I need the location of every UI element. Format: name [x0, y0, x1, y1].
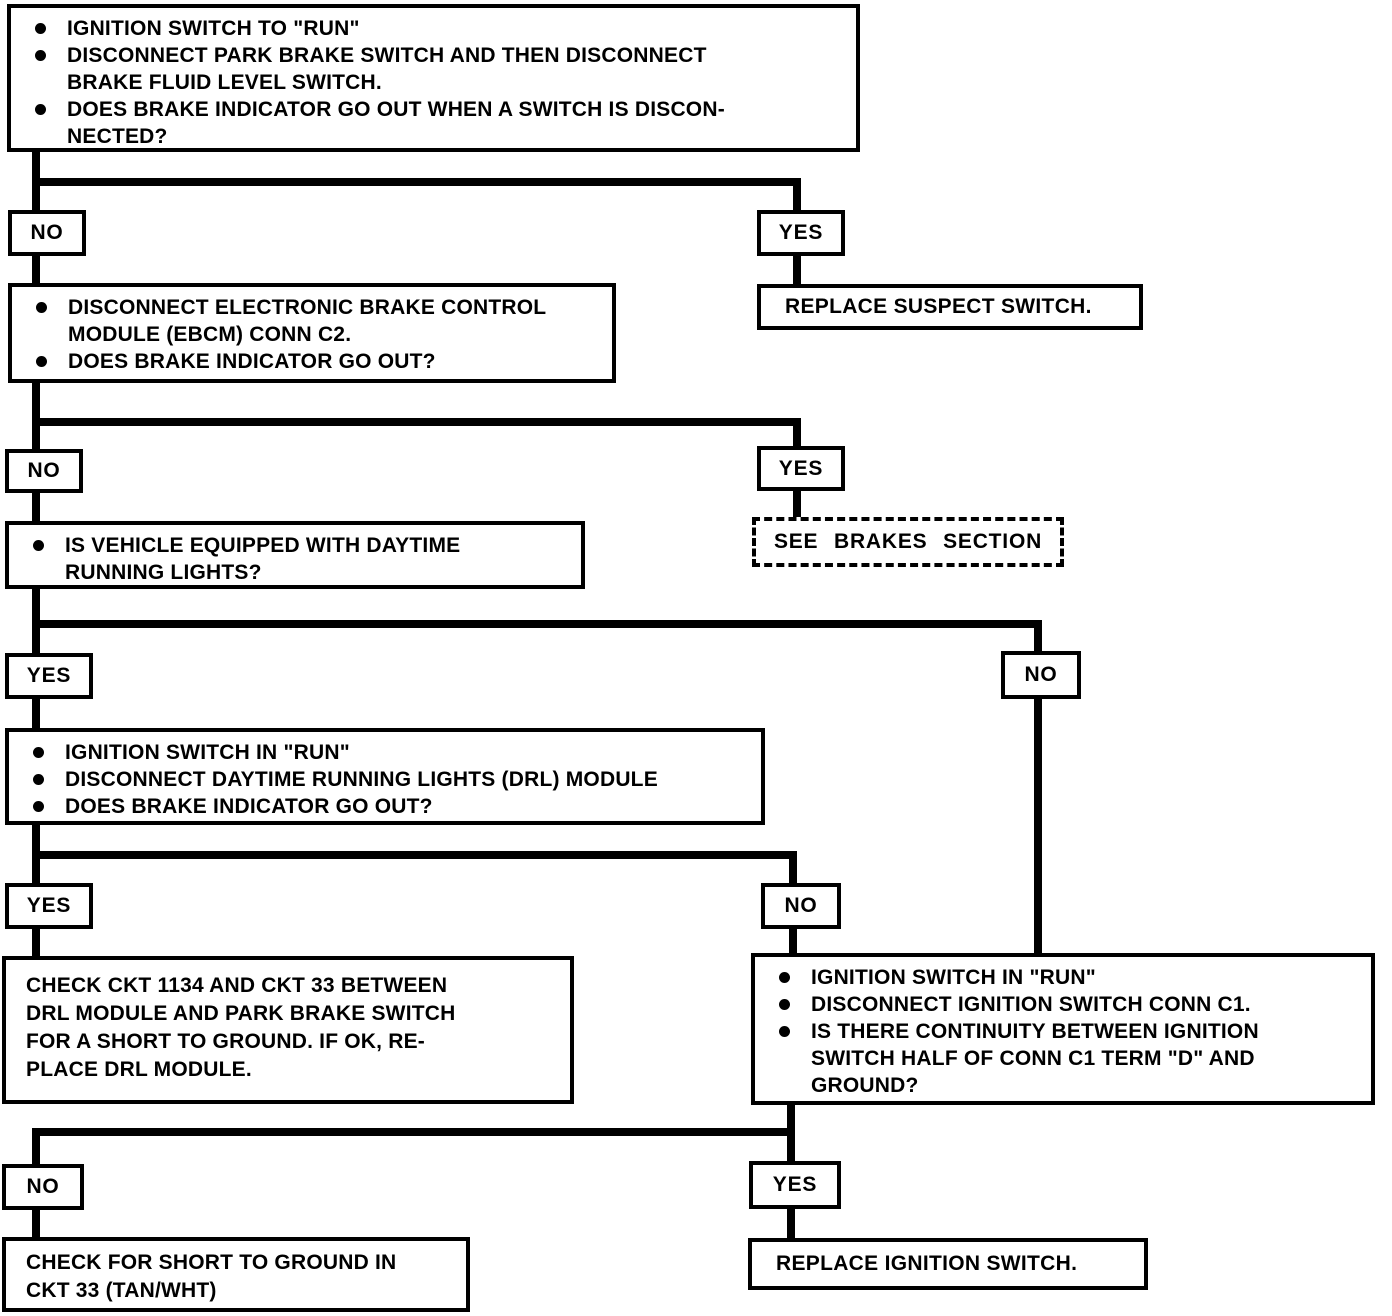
- connector: [32, 252, 40, 285]
- node-start: IGNITION SWITCH TO "RUN" DISCONNECT PARK…: [7, 4, 860, 152]
- connector: [32, 927, 40, 958]
- bullet-dot: [779, 972, 790, 983]
- bullet-dot: [779, 1026, 790, 1037]
- connector: [1034, 620, 1042, 654]
- branch-no-4: NO: [761, 883, 841, 929]
- connector: [793, 252, 801, 286]
- bullet-dot: [35, 23, 46, 34]
- branch-yes-2: YES: [757, 446, 845, 491]
- bullet-dot: [779, 999, 790, 1010]
- bullet-dot: [36, 356, 47, 367]
- step-text: IGNITION SWITCH IN "RUN": [811, 966, 1096, 989]
- connector: [32, 491, 40, 523]
- bullet-item: DISCONNECT ELECTRONIC BRAKE CONTROL MODU…: [28, 294, 600, 348]
- node-drl-question: IS VEHICLE EQUIPPED WITH DAYTIME RUNNING…: [5, 521, 585, 589]
- bullet-item: DISCONNECT DAYTIME RUNNING LIGHTS (DRL) …: [25, 766, 749, 793]
- branch-yes-1: YES: [757, 210, 845, 256]
- bullet-item: IGNITION SWITCH TO "RUN": [27, 15, 844, 42]
- branch-no-1: NO: [8, 210, 86, 256]
- branch-yes-5: YES: [749, 1161, 841, 1209]
- result-see-brakes-section: SEE BRAKES SECTION: [752, 517, 1064, 567]
- bullet-item: DISCONNECT IGNITION SWITCH CONN C1.: [771, 991, 1359, 1018]
- connector: [32, 178, 801, 186]
- bullet-dot: [35, 50, 46, 61]
- connector: [793, 489, 801, 519]
- branch-no-5: NO: [2, 1164, 84, 1210]
- bullet-dot: [33, 540, 44, 551]
- result-replace-suspect-switch: REPLACE SUSPECT SWITCH.: [757, 284, 1143, 330]
- connector: [789, 927, 797, 955]
- step-text: SWITCH HALF OF CONN C1 TERM "D" AND: [811, 1047, 1255, 1070]
- connector: [32, 1128, 795, 1136]
- bullet-item: DISCONNECT PARK BRAKE SWITCH AND THEN DI…: [27, 42, 844, 96]
- step-text: BRAKE FLUID LEVEL SWITCH.: [67, 71, 382, 94]
- connector: [787, 1207, 795, 1240]
- result-check-ckt-33: CHECK FOR SHORT TO GROUND IN CKT 33 (TAN…: [2, 1237, 470, 1312]
- branch-yes-3: YES: [5, 653, 93, 699]
- bullet-dot: [33, 801, 44, 812]
- bullet-item: IGNITION SWITCH IN "RUN": [771, 964, 1359, 991]
- step-text: IS VEHICLE EQUIPPED WITH DAYTIME: [65, 534, 461, 557]
- node-drl-test: IGNITION SWITCH IN "RUN" DISCONNECT DAYT…: [5, 728, 765, 825]
- bullet-item: DOES BRAKE INDICATOR GO OUT WHEN A SWITC…: [27, 96, 844, 150]
- connector: [32, 418, 801, 426]
- bullet-item: IGNITION SWITCH IN "RUN": [25, 739, 749, 766]
- connector: [32, 381, 40, 451]
- branch-no-2: NO: [5, 449, 83, 493]
- result-replace-ignition-switch: REPLACE IGNITION SWITCH.: [748, 1238, 1148, 1290]
- connector: [789, 851, 797, 885]
- connector: [32, 1128, 40, 1166]
- bullet-dot: [36, 302, 47, 313]
- connector: [793, 418, 801, 450]
- step-text: DISCONNECT ELECTRONIC BRAKE CONTROL: [68, 296, 547, 319]
- bullet-dot: [35, 104, 46, 115]
- step-text: FOR A SHORT TO GROUND. IF OK, RE-: [26, 1030, 425, 1053]
- step-text: CHECK FOR SHORT TO GROUND IN: [26, 1251, 397, 1274]
- bullet-item: IS VEHICLE EQUIPPED WITH DAYTIME RUNNING…: [25, 532, 569, 586]
- step-text: DOES BRAKE INDICATOR GO OUT WHEN A SWITC…: [67, 98, 725, 121]
- bullet-dot: [33, 774, 44, 785]
- step-text: DISCONNECT DAYTIME RUNNING LIGHTS (DRL) …: [65, 768, 658, 791]
- step-text: RUNNING LIGHTS?: [65, 561, 262, 584]
- bullet-item: IS THERE CONTINUITY BETWEEN IGNITION SWI…: [771, 1018, 1359, 1099]
- node-disconnect-ebcm: DISCONNECT ELECTRONIC BRAKE CONTROL MODU…: [8, 283, 616, 383]
- node-ignition-continuity: IGNITION SWITCH IN "RUN" DISCONNECT IGNI…: [751, 953, 1375, 1105]
- step-text: IGNITION SWITCH TO "RUN": [67, 17, 360, 40]
- result-check-ckt-1134: CHECK CKT 1134 AND CKT 33 BETWEEN DRL MO…: [2, 956, 574, 1104]
- step-text: MODULE (EBCM) CONN C2.: [68, 323, 352, 346]
- step-text: IS THERE CONTINUITY BETWEEN IGNITION: [811, 1020, 1259, 1043]
- step-text: CHECK CKT 1134 AND CKT 33 BETWEEN: [26, 974, 448, 997]
- step-text: DOES BRAKE INDICATOR GO OUT?: [68, 350, 436, 373]
- step-text: IGNITION SWITCH IN "RUN": [65, 741, 350, 764]
- step-text: DOES BRAKE INDICATOR GO OUT?: [65, 795, 433, 818]
- step-text: DRL MODULE AND PARK BRAKE SWITCH: [26, 1002, 456, 1025]
- step-text: CKT 33 (TAN/WHT): [26, 1279, 217, 1302]
- connector: [1034, 697, 1042, 955]
- step-text: DISCONNECT IGNITION SWITCH CONN C1.: [811, 993, 1251, 1016]
- step-text: DISCONNECT PARK BRAKE SWITCH AND THEN DI…: [67, 44, 707, 67]
- connector: [793, 178, 801, 214]
- bullet-item: DOES BRAKE INDICATOR GO OUT?: [28, 348, 600, 375]
- bullet-item: DOES BRAKE INDICATOR GO OUT?: [25, 793, 749, 820]
- step-text: PLACE DRL MODULE.: [26, 1058, 252, 1081]
- branch-no-3: NO: [1001, 651, 1081, 699]
- connector: [32, 697, 40, 730]
- branch-yes-4: YES: [5, 883, 93, 929]
- bullet-dot: [33, 747, 44, 758]
- step-text: NECTED?: [67, 125, 168, 148]
- connector: [32, 1208, 40, 1239]
- connector: [32, 620, 1042, 628]
- step-text: GROUND?: [811, 1074, 919, 1097]
- connector: [32, 851, 797, 859]
